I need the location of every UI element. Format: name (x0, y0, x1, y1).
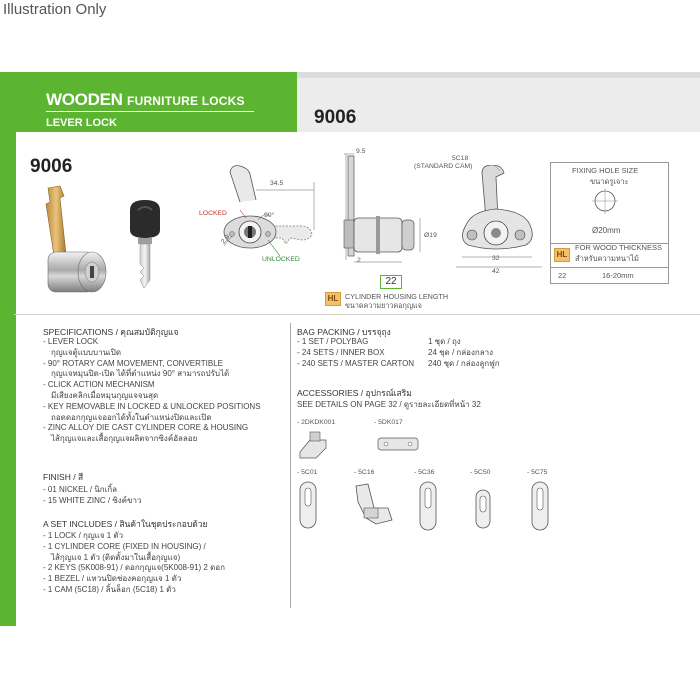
title-banner (0, 72, 297, 132)
cam-arm (45, 185, 67, 257)
lock-type-subtitle: LEVER LOCK (46, 117, 117, 129)
brand-title-small: FURNITURE LOCKS (127, 94, 245, 108)
accessories-note: SEE DETAILS ON PAGE 32 / ดูรายละเอียดที่… (297, 400, 481, 409)
angle-label: 90° (264, 212, 275, 219)
accessory-top-icons (299, 431, 419, 459)
bag-line-th: 240 ชุด / กล่องลูกฟูก (428, 358, 500, 368)
section-rule (14, 314, 700, 315)
set-line: - 1 CYLINDER CORE (FIXED IN HOUSING) / (43, 541, 206, 551)
cam-view-diagram (456, 165, 542, 268)
bag-line: - 1 SET / POLYBAG (297, 337, 369, 346)
finish-list: - 01 NICKEL / นิกเกิ้ล - 15 WHITE ZINC /… (43, 485, 141, 507)
side-view-diagram (343, 153, 421, 263)
plate-icon (377, 437, 419, 451)
bag-packing-right: 1 ชุด / ถุง 24 ชุด / กล่องกลาง 240 ชุด /… (428, 337, 500, 369)
spec-line: - LEVER LOCK (43, 337, 99, 346)
wood-thickness-th: สำหรับความหนาไม้ (575, 254, 639, 263)
model-number-side: 9006 (30, 156, 73, 177)
table-thickness-value: 16-20mm (602, 271, 634, 280)
column-divider (290, 323, 291, 608)
dim-diameter-19: Ø19 (424, 232, 437, 239)
cam-label: - 5C01 (297, 469, 318, 476)
cam-standard-label: (STANDARD CAM) (414, 163, 473, 170)
accessory-label: - 5DK017 (374, 419, 403, 426)
cam-model-label: 5C18 (452, 155, 469, 162)
cam-5c75-icon (531, 481, 549, 531)
spec-line: - KEY REMOVABLE IN LOCKED & UNLOCKED POS… (43, 401, 261, 411)
model-number-header: 9006 (314, 107, 357, 128)
spec-line: มีเสียงคลิกเมื่อหมุนกุญแจจนสุด (51, 390, 159, 400)
set-line: - 1 LOCK / กุญแจ 1 ตัว (43, 531, 124, 540)
fixing-hole-icon (592, 188, 618, 214)
finish-line: - 15 WHITE ZINC / ซิงค์ขาว (43, 495, 142, 505)
spec-line: กุญแจหมุนปิด-เปิด ได้ที่ตำแหน่ง 90° สามา… (51, 369, 230, 379)
bag-line: - 240 SETS / MASTER CARTON (297, 358, 415, 368)
cam-5c50-icon (475, 489, 491, 529)
spec-line: กุญแจตู้แบบบานเปิด (51, 347, 122, 357)
spec-line: - CLICK ACTION MECHANISM (43, 380, 155, 390)
fixing-hole-size: Ø20mm (592, 226, 621, 235)
key-icon (130, 200, 160, 289)
dim-34-5: 34.5 (270, 180, 284, 187)
watermark-text: Illustration Only (3, 1, 107, 18)
accessory-label: - 2DKDK001 (297, 419, 336, 426)
fixing-title-en: FIXING HOLE SIZE (572, 166, 639, 175)
dim-42: 42 (492, 268, 500, 275)
bag-line-th: 24 ชุด / กล่องกลาง (428, 347, 494, 357)
set-includes-list: - 1 LOCK / กุญแจ 1 ตัว - 1 CYLINDER CORE… (43, 531, 225, 596)
accessory-cam-icons (299, 481, 549, 531)
bag-packing-left: - 1 SET / POLYBAG - 24 SETS / INNER BOX … (297, 337, 414, 369)
accessories-heading: ACCESSORIES / อุปกรณ์เสริม (297, 388, 412, 398)
lock-product-illustration (45, 185, 160, 293)
finish-line: - 01 NICKEL / นิกเกิ้ล (43, 485, 118, 494)
brand-title: WOODEN FURNITURE LOCKS (46, 90, 245, 110)
spec-line: - ZINC ALLOY DIE CAST CYLINDER CORE & HO… (43, 423, 249, 433)
table-divider (551, 243, 668, 244)
table-hl-value: 22 (558, 271, 567, 280)
set-line: - 2 KEYS (5K008-91) / ดอกกุญแจ(5K008-91)… (43, 563, 225, 573)
wood-thickness-en: FOR WOOD THICKNESS (575, 243, 662, 252)
set-line: - 1 BEZEL / แหวนปิดช่องคอกุญแจ 1 ตัว (43, 574, 182, 584)
spec-line: ไส้กุญแจและเสื้อกุญแจผลิตจากซิงค์อัลลอย (51, 434, 198, 444)
spec-line: ถอดดอกกุญแจออกได้ทั้งในตำแหน่งปิดและเปิด (51, 412, 212, 422)
front-view-diagram (223, 165, 315, 257)
bracket-icon (299, 431, 327, 459)
set-line: - 1 CAM (5C18) / ลิ้นล็อก (5C18) 1 ตัว (43, 584, 176, 594)
left-accent-stripe (0, 132, 16, 626)
cam-label: - 5C75 (527, 469, 548, 476)
locked-label: LOCKED (199, 210, 227, 217)
dim-2: 2 (357, 257, 361, 264)
cylinder-length-en: CYLINDER HOUSING LENGTH (345, 292, 449, 301)
fixing-hole-table (550, 162, 669, 284)
table-divider (551, 267, 668, 268)
bag-line: - 24 SETS / INNER BOX (297, 347, 385, 357)
cam-label: - 5C50 (470, 469, 491, 476)
set-includes-heading: A SET INCLUDES / สินค้าในชุดประกอบด้วย (43, 519, 208, 529)
specifications-heading: SPECIFICATIONS / คุณสมบัติกุญแจ (43, 327, 179, 337)
cam-5c36-icon (419, 481, 437, 531)
title-underline (46, 111, 254, 112)
hl-badge-table: HL (554, 248, 570, 262)
dim-32: 32 (492, 255, 500, 262)
unlocked-label: UNLOCKED (262, 256, 300, 263)
specifications-list: - LEVER LOCK กุญแจตู้แบบบานเปิด - 90° RO… (43, 337, 261, 445)
fixing-title-th: ขนาดรูเจาะ (590, 177, 629, 186)
cylinder-length-th: ขนาดความยาวคอกุญแจ (345, 301, 422, 310)
set-line: ไส้กุญแจ 1 ตัว (ติดตั้งมาในเสื้อกุญแจ) (51, 552, 181, 562)
bag-packing-heading: BAG PACKING / บรรจุถุง (297, 327, 391, 337)
housing-length-box: 22 (380, 275, 402, 289)
header-band (297, 72, 700, 132)
bag-line-th: 1 ชุด / ถุง (428, 337, 461, 346)
cam-5c01-icon (299, 481, 317, 529)
hl-badge: HL (325, 292, 341, 306)
finish-heading: FINISH / สี (43, 472, 84, 482)
dim-9-5: 9.5 (356, 148, 366, 155)
cam-label: - 5C16 (354, 469, 375, 476)
cam-label: - 5C36 (414, 469, 435, 476)
brand-title-big: WOODEN (46, 90, 123, 109)
cam-5c16-icon (355, 483, 393, 525)
spec-line: - 90° ROTARY CAM MOVEMENT, CONVERTIBLE (43, 358, 223, 368)
